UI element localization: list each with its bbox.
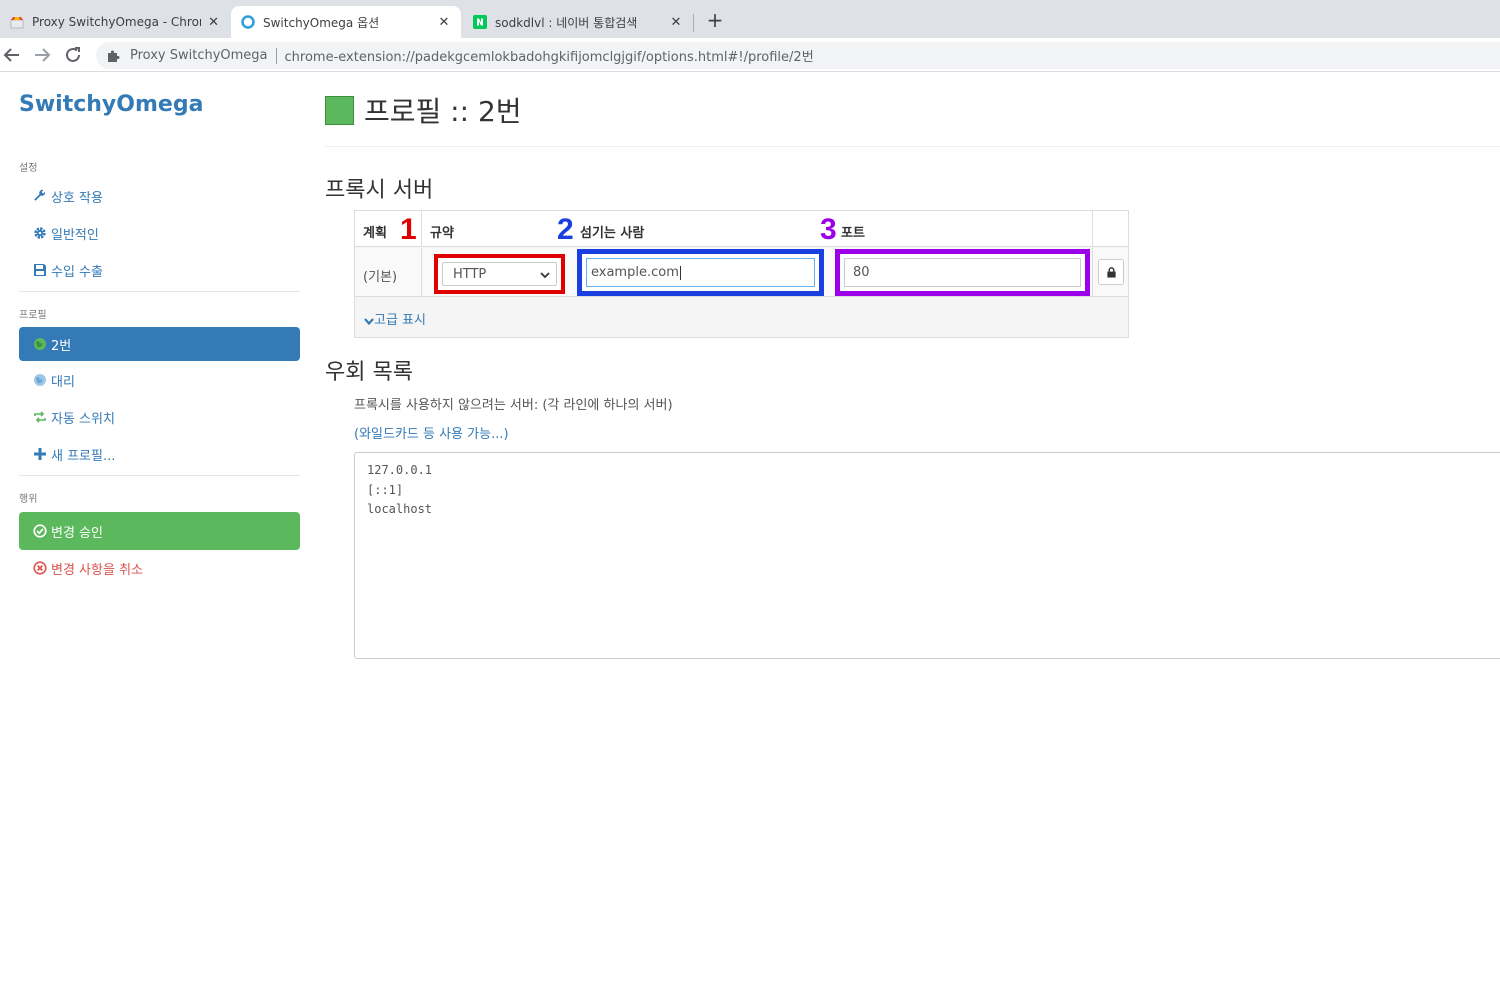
tab-title: SwitchyOmega 옵션 — [263, 15, 380, 30]
header-port: 포트 — [841, 226, 865, 241]
gear-icon — [34, 227, 46, 239]
chevron-down-icon — [540, 272, 550, 279]
browser-tab-switchyomega-options[interactable]: SwitchyOmega 옵션 ✕ — [231, 6, 461, 38]
sidebar-item-label: 자동 스위치 — [51, 411, 115, 427]
check-circle-icon — [33, 524, 47, 538]
apply-changes-button[interactable]: 변경 승인 — [19, 512, 300, 550]
sidebar-item-proxy[interactable]: 대리 — [19, 363, 300, 397]
sidebar-item-profile-2[interactable]: 2번 — [19, 327, 300, 361]
header-divider — [325, 146, 1500, 147]
annotation-number-2: 2 — [557, 213, 574, 246]
tab-title: Proxy SwitchyOmega - Chrome — [32, 15, 202, 29]
sidebar-divider — [19, 475, 300, 476]
sidebar-divider — [19, 291, 300, 292]
floppy-icon — [34, 264, 46, 276]
browser-toolbar: Proxy SwitchyOmega chrome-extension://pa… — [0, 38, 1500, 72]
back-arrow-icon[interactable] — [1, 44, 23, 66]
column-separator — [1092, 248, 1093, 297]
section-header-settings: 설정 — [19, 163, 38, 174]
bypass-help-text: 프록시를 사용하지 않으려는 서버: (각 라인에 하나의 서버) — [354, 398, 673, 413]
tab-close-icon[interactable]: ✕ — [438, 14, 450, 30]
sidebar-item-label: 대리 — [51, 374, 75, 390]
extension-name: Proxy SwitchyOmega — [130, 48, 268, 63]
omnibox-separator — [275, 47, 277, 64]
protocol-select-highlight: HTTP — [434, 254, 565, 294]
server-input-value: example.com — [591, 265, 679, 280]
plus-icon — [34, 448, 46, 460]
header-scheme: 계획 — [363, 226, 387, 241]
proxy-server-table: 계획 1 규약 2 섬기는 사람 3 포트 (기본) HTTP example.… — [354, 210, 1129, 338]
section-header-actions: 행위 — [19, 494, 38, 505]
sidebar-item-import-export[interactable]: 수입 수출 — [19, 253, 300, 287]
show-advanced-label: 고급 표시 — [374, 313, 426, 328]
sidebar-item-ui[interactable]: 상호 작용 — [19, 179, 300, 213]
x-circle-icon — [33, 561, 47, 575]
profile-color-swatch[interactable] — [325, 95, 354, 125]
sidebar-item-new-profile[interactable]: 새 프로필... — [19, 437, 300, 471]
address-bar[interactable]: Proxy SwitchyOmega chrome-extension://pa… — [96, 42, 1500, 69]
server-input-highlight: example.com — [577, 249, 824, 296]
sidebar-item-label: 새 프로필... — [51, 448, 116, 464]
bypass-list-heading: 우회 목록 — [325, 360, 413, 385]
column-separator — [421, 248, 422, 297]
sidebar-item-auto-switch[interactable]: 자동 스위치 — [19, 400, 300, 434]
section-header-profiles: 프로필 — [19, 310, 47, 321]
apply-changes-label: 변경 승인 — [51, 525, 103, 541]
discard-changes-button[interactable]: 변경 사항을 취소 — [19, 551, 300, 585]
protocol-select-value: HTTP — [453, 266, 487, 282]
reload-icon[interactable] — [62, 44, 84, 66]
tab-title: sodkdlvl : 네이버 통합검색 — [495, 15, 638, 30]
wrench-icon — [34, 189, 46, 201]
globe-icon — [34, 338, 46, 350]
sidebar-item-general[interactable]: 일반적인 — [19, 216, 300, 250]
page-title: 프로필 :: 2번 — [364, 95, 522, 128]
annotation-number-3: 3 — [820, 213, 837, 246]
sidebar-item-label: 일반적인 — [51, 227, 99, 243]
naver-logo-icon — [473, 15, 487, 29]
tab-close-icon[interactable]: ✕ — [208, 14, 220, 30]
column-separator — [1092, 211, 1093, 247]
protocol-select[interactable]: HTTP — [442, 262, 557, 286]
bypass-list-textarea[interactable]: 127.0.0.1 [::1] localhost — [354, 452, 1500, 659]
tab-separator — [693, 14, 694, 32]
sidebar-item-label: 2번 — [51, 338, 72, 354]
sidebar-item-label: 수입 수출 — [51, 264, 103, 280]
forward-arrow-icon[interactable] — [31, 44, 53, 66]
discard-changes-label: 변경 사항을 취소 — [51, 562, 143, 578]
scheme-default-label: (기본) — [363, 270, 398, 285]
browser-tab-proxy-switchyomega[interactable]: Proxy SwitchyOmega - Chrome ✕ — [0, 6, 230, 38]
port-input-value: 80 — [853, 265, 870, 280]
text-cursor — [679, 265, 681, 280]
proxy-servers-heading: 프록시 서버 — [325, 178, 434, 203]
show-advanced-link[interactable]: 고급 표시 — [364, 309, 426, 328]
browser-tab-naver-search[interactable]: sodkdlvl : 네이버 통합검색 ✕ — [463, 6, 693, 38]
lock-icon — [1106, 266, 1116, 278]
new-tab-button[interactable]: + — [706, 8, 724, 32]
tab-close-icon[interactable]: ✕ — [670, 14, 682, 30]
server-input[interactable]: example.com — [586, 258, 815, 287]
port-input[interactable]: 80 — [844, 258, 1081, 287]
brand-logo[interactable]: SwitchyOmega — [19, 92, 204, 117]
retweet-icon — [34, 411, 46, 423]
url-text[interactable]: chrome-extension://padekgcemlokbadohgkif… — [284, 50, 814, 65]
switchyomega-logo-icon — [241, 15, 255, 29]
globe-icon — [34, 374, 46, 386]
auth-lock-button[interactable] — [1098, 259, 1124, 285]
chrome-store-icon — [10, 17, 24, 29]
bypass-wildcard-help-link[interactable]: (와일드카드 등 사용 가능...) — [354, 427, 509, 442]
header-server: 섬기는 사람 — [580, 226, 645, 241]
header-protocol: 규약 — [430, 226, 454, 241]
chevron-down-icon — [364, 317, 374, 325]
annotation-number-1: 1 — [400, 213, 417, 246]
column-separator — [421, 211, 422, 247]
port-input-highlight: 80 — [835, 249, 1090, 296]
puzzle-piece-icon — [108, 50, 120, 62]
page-header: 프로필 :: 2번 — [325, 90, 522, 130]
table-header-row: 계획 1 규약 2 섬기는 사람 3 포트 — [355, 211, 1128, 247]
sidebar-item-label: 상호 작용 — [51, 190, 103, 206]
browser-tab-bar: Proxy SwitchyOmega - Chrome ✕ SwitchyOme… — [0, 0, 1500, 38]
